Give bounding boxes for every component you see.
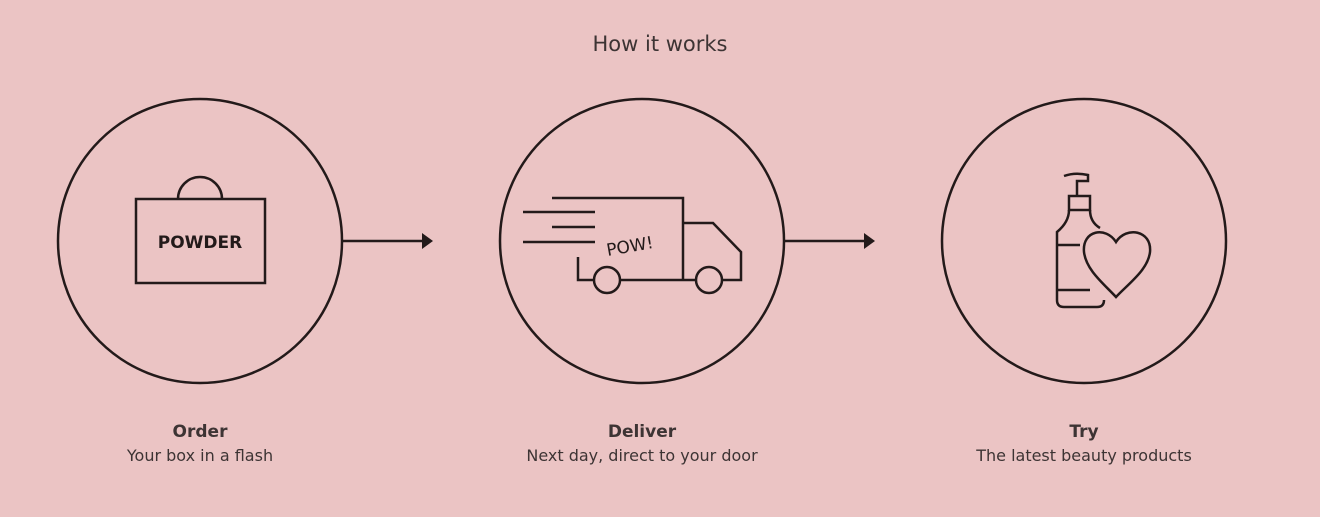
step-subtitle: Next day, direct to your door — [526, 446, 758, 465]
truck-label: POW! — [605, 233, 655, 261]
step-deliver: Deliver Next day, direct to your door — [462, 420, 822, 468]
step-subtitle: Your box in a flash — [126, 446, 274, 465]
arrow-right-icon — [784, 233, 875, 249]
section-title: How it works — [592, 32, 728, 56]
step-heading: Try — [1069, 422, 1099, 442]
step-heading: Order — [172, 422, 228, 442]
step-heading: Deliver — [607, 422, 677, 442]
bottle-heart-icon — [1055, 172, 1152, 309]
step-order: Order Your box in a flash — [20, 420, 380, 468]
try-circle — [940, 97, 1228, 385]
shopping-bag-icon: POWDER — [134, 175, 267, 285]
arrow-right-icon — [342, 233, 433, 249]
bag-label: POWDER — [158, 233, 242, 253]
step-subtitle: The latest beauty products — [976, 446, 1192, 465]
step-try: Try The latest beauty products — [904, 420, 1264, 468]
delivery-truck-icon: POW! — [523, 196, 743, 295]
